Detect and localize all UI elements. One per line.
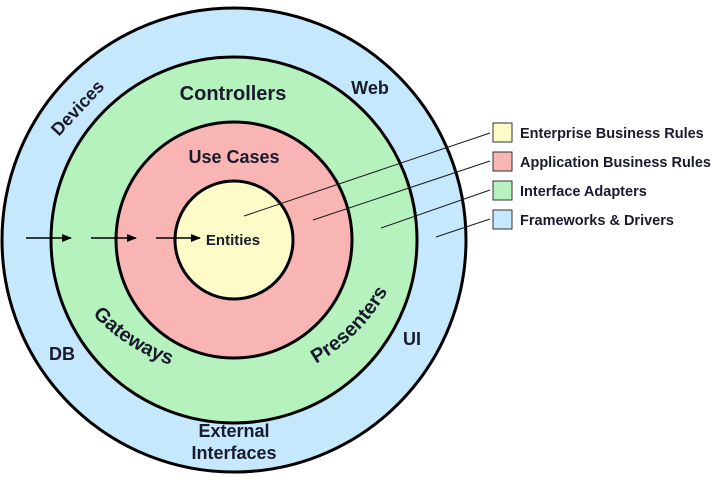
legend-label-adapters: Interface Adapters (520, 184, 647, 200)
label-db: DB (49, 344, 75, 364)
pointer-enterprise (243, 132, 491, 217)
pointer-application (312, 160, 491, 221)
legend-swatch-application (492, 151, 513, 172)
legend: Enterprise Business Rules Application Bu… (492, 122, 711, 230)
legend-item-adapters: Interface Adapters (492, 180, 647, 201)
legend-swatch-adapters (492, 180, 513, 201)
label-external-line2: Interfaces (191, 443, 276, 463)
pointer-frameworks (435, 218, 491, 238)
legend-item-enterprise: Enterprise Business Rules (492, 122, 704, 143)
legend-label-application: Application Business Rules (520, 155, 711, 171)
label-ui: UI (403, 329, 421, 349)
label-web: Web (351, 78, 389, 98)
label-external-line1: External (198, 421, 269, 441)
ring-entities (173, 179, 295, 301)
legend-label-frameworks: Frameworks & Drivers (520, 213, 674, 229)
label-controllers: Controllers (180, 83, 287, 105)
label-entities: Entities (206, 232, 260, 249)
legend-swatch-frameworks (492, 209, 513, 230)
legend-swatch-enterprise (492, 122, 513, 143)
legend-label-enterprise: Enterprise Business Rules (520, 126, 704, 142)
legend-item-frameworks: Frameworks & Drivers (492, 209, 674, 230)
legend-item-application: Application Business Rules (492, 151, 711, 172)
pointer-adapters (380, 189, 491, 229)
label-use-cases: Use Cases (188, 147, 279, 167)
